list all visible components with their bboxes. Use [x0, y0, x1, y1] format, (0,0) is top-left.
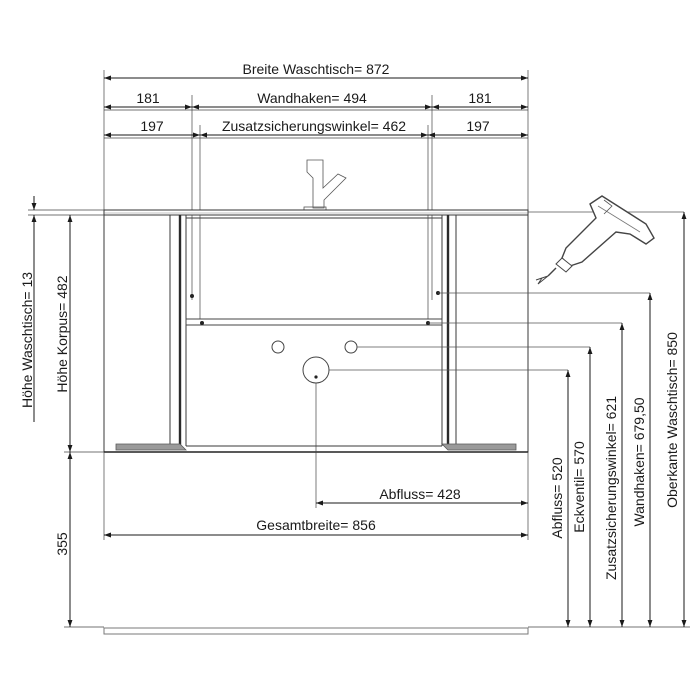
dimension-row-wandhaken: 181 Wandhaken= 494 181	[104, 90, 528, 110]
pipe-holes	[271, 340, 358, 384]
label-eckventil: Eckventil= 570	[571, 441, 587, 533]
eckventil-left-hole	[271, 340, 285, 354]
dimension-oberkante: Oberkante Waschtisch= 850	[664, 212, 687, 627]
drill-icon	[535, 195, 655, 285]
dimension-eckventil: Eckventil= 570	[571, 347, 593, 627]
label-breite-waschtisch: Breite Waschtisch= 872	[243, 61, 390, 77]
label-hoehe-korpus: Höhe Korpus= 482	[54, 275, 70, 392]
dimension-hoehe-korpus: Höhe Korpus= 482	[54, 215, 73, 452]
countertop	[103, 209, 529, 216]
label-left-197: 197	[140, 118, 164, 134]
dimension-abfluss-horizontal: Abfluss= 428	[103, 383, 529, 540]
label-oberkante: Oberkante Waschtisch= 850	[664, 332, 680, 508]
abfluss-hole	[302, 356, 330, 384]
label-left-181: 181	[136, 90, 160, 106]
label-hoehe-waschtisch: Höhe Waschtisch= 13	[19, 272, 35, 408]
label-abfluss-horizontal: Abfluss= 428	[379, 486, 461, 502]
label-right-181: 181	[468, 90, 492, 106]
label-355: 355	[54, 532, 70, 556]
leader-lines	[329, 211, 684, 371]
wandhaken-left-dot	[190, 294, 194, 298]
top-extension-lines	[103, 70, 529, 325]
dimension-wandhaken-height: Wandhaken= 679,50	[631, 293, 653, 627]
dimension-gesamtbreite: Gesamtbreite= 856	[104, 517, 528, 538]
label-wandhaken-height: Wandhaken= 679,50	[631, 397, 647, 526]
zusatz-left-dot	[200, 321, 204, 325]
dimension-hoehe-waschtisch: Höhe Waschtisch= 13	[19, 196, 104, 422]
floor	[103, 626, 690, 635]
dimension-breite-waschtisch: Breite Waschtisch= 872	[104, 61, 528, 81]
cabinet-body	[103, 214, 529, 453]
label-wandhaken-width: Wandhaken= 494	[257, 90, 367, 106]
dimension-355: 355	[54, 451, 104, 628]
label-abfluss-vertical: Abfluss= 520	[549, 457, 565, 539]
label-gesamtbreite: Gesamtbreite= 856	[256, 517, 376, 533]
dimension-abfluss-vertical: Abfluss= 520	[549, 370, 571, 627]
faucet-icon	[303, 159, 347, 212]
label-zusatz-height: Zusatzsicherungswinkel= 621	[603, 396, 619, 580]
label-zusatz-width: Zusatzsicherungswinkel= 462	[222, 118, 406, 134]
dimension-row-zusatz: 197 Zusatzsicherungswinkel= 462 197	[104, 118, 528, 138]
dimension-zusatz-height: Zusatzsicherungswinkel= 621	[603, 323, 625, 627]
eckventil-right-hole	[344, 340, 358, 354]
label-right-197: 197	[466, 118, 490, 134]
